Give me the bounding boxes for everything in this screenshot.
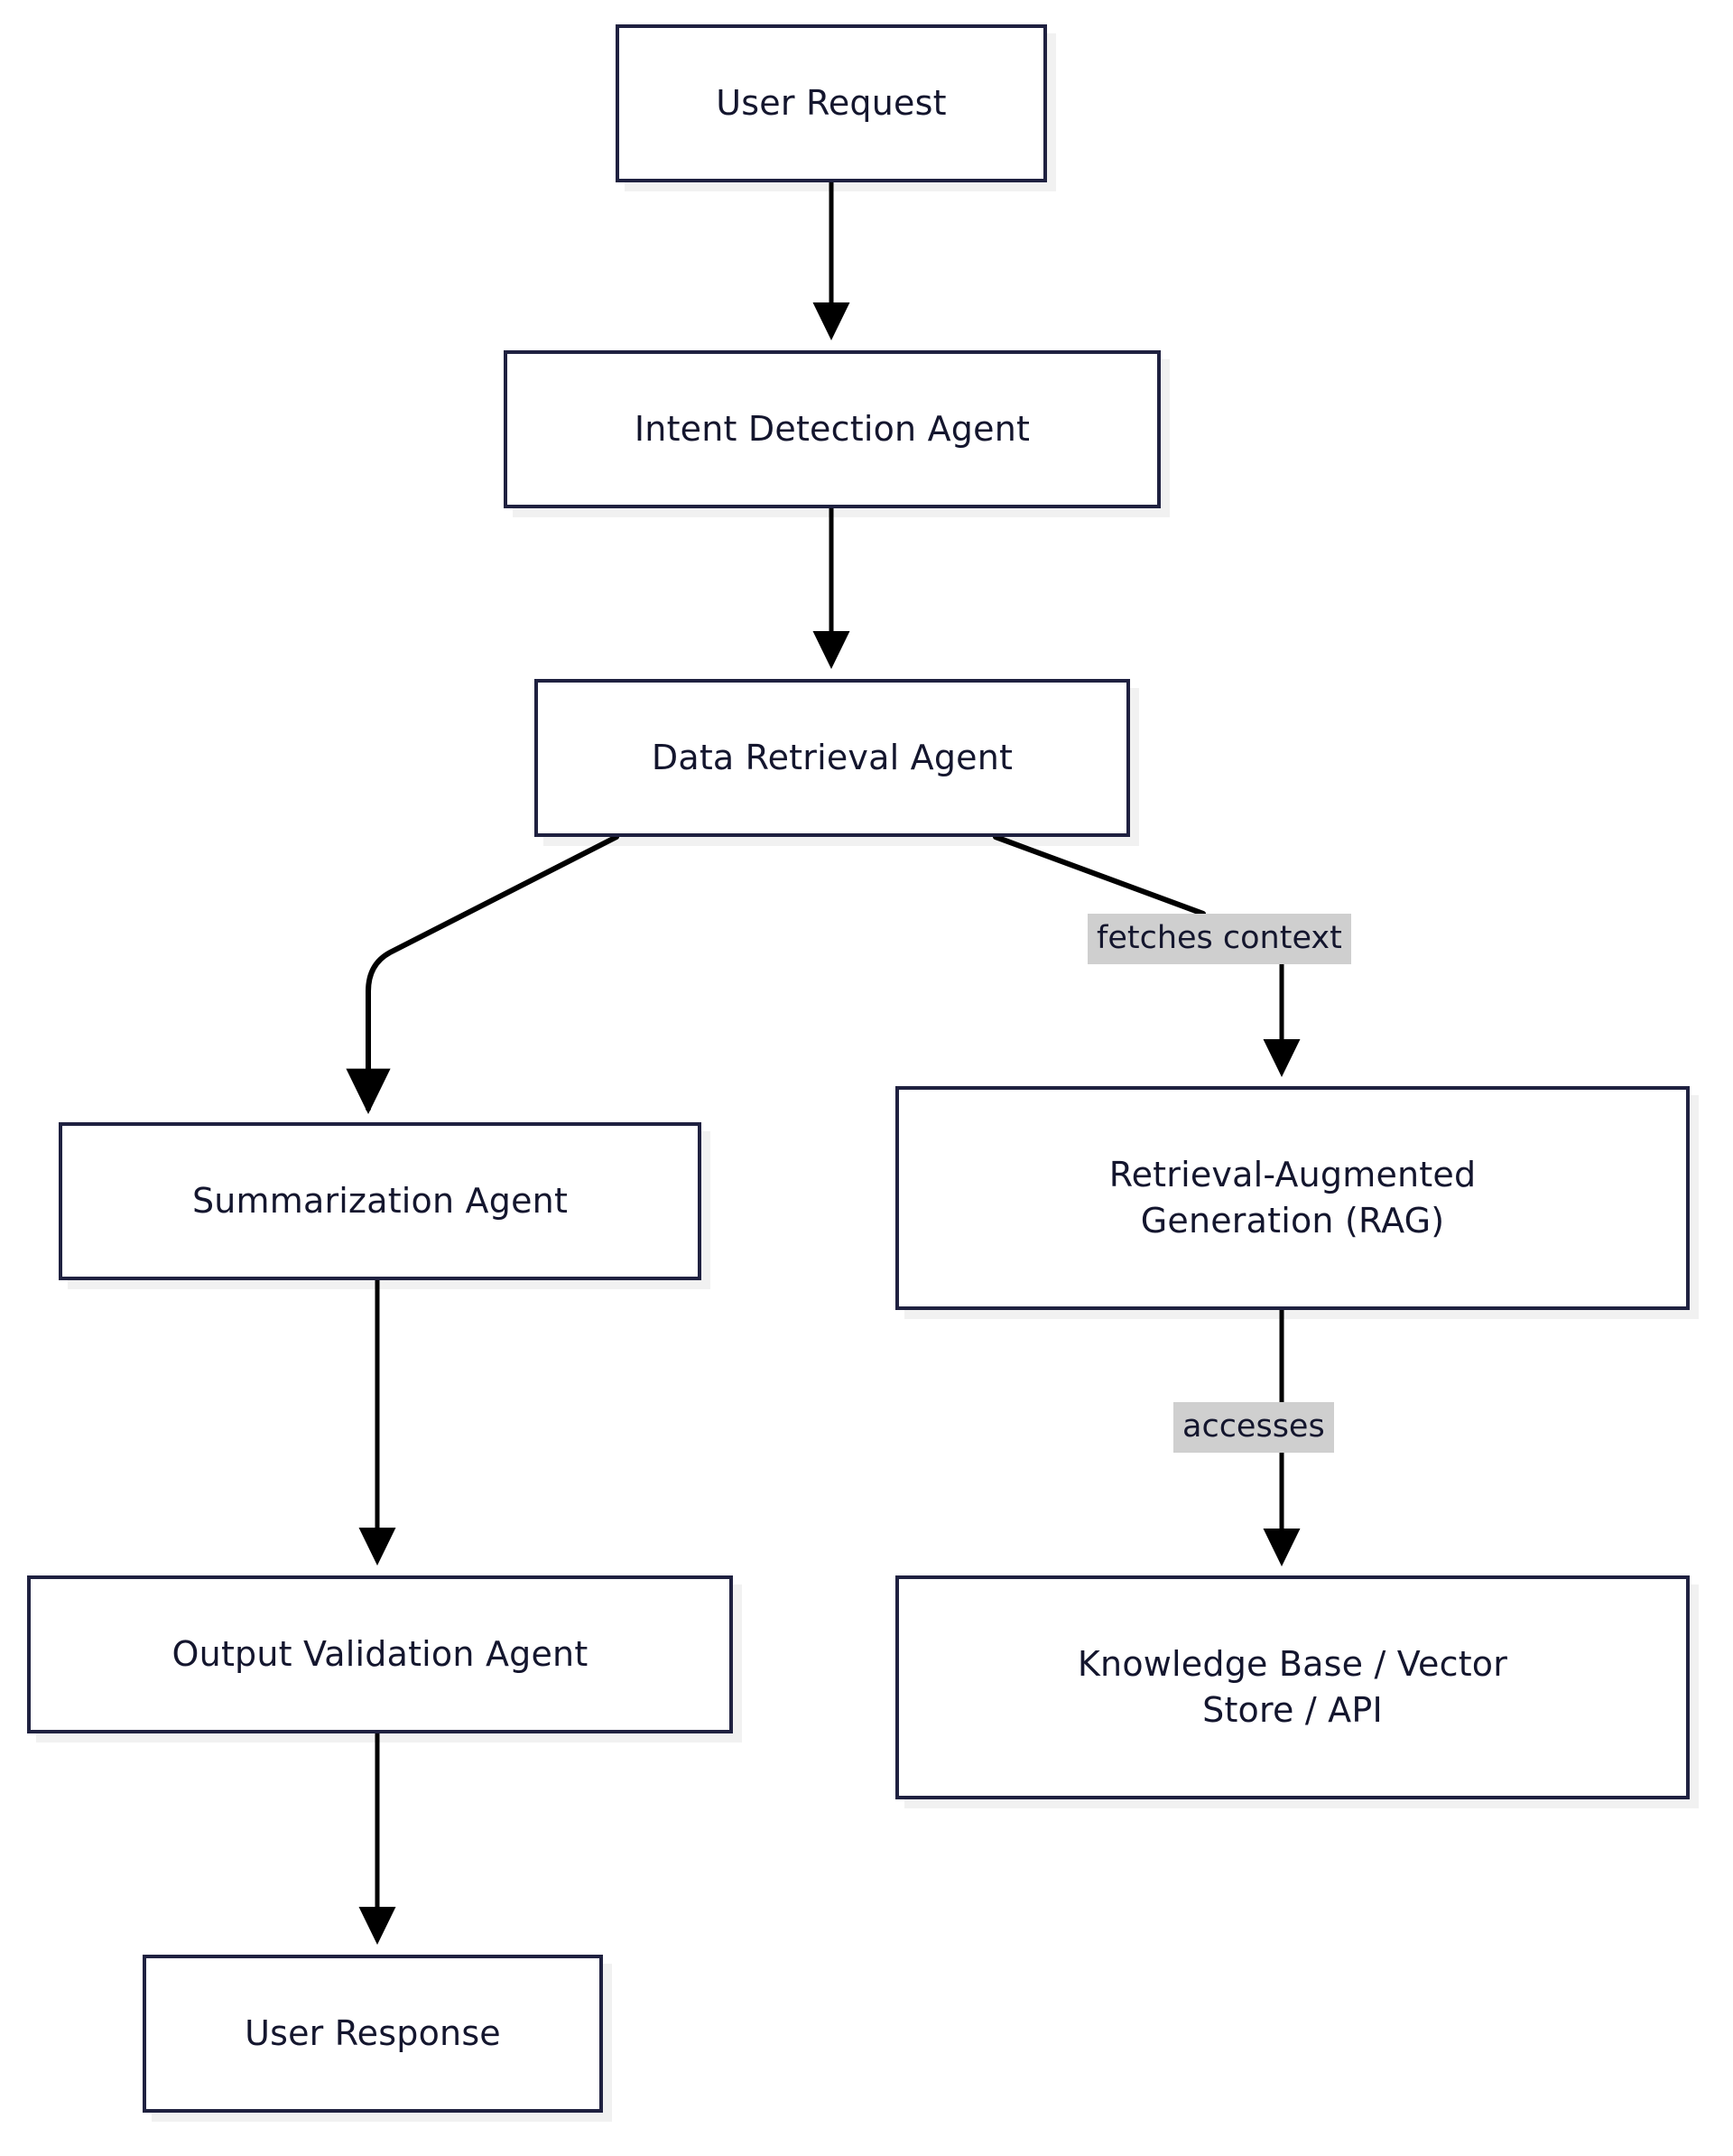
node-label: Knowledge Base / Vector Store / API bbox=[1077, 1643, 1508, 1730]
node-user-request[interactable]: User Request bbox=[616, 24, 1047, 182]
edge-data-retrieval-to-summarization bbox=[346, 834, 619, 1114]
node-retrieval-augmented-generation[interactable]: Retrieval-Augmented Generation (RAG) bbox=[895, 1086, 1690, 1310]
node-label: Data Retrieval Agent bbox=[651, 737, 1014, 777]
node-intent-detection-agent[interactable]: Intent Detection Agent bbox=[504, 350, 1161, 508]
node-data-retrieval-agent[interactable]: Data Retrieval Agent bbox=[534, 679, 1130, 837]
edge-label-fetches-context: fetches context bbox=[1088, 914, 1351, 964]
node-summarization-agent[interactable]: Summarization Agent bbox=[59, 1122, 701, 1280]
edge-label-accesses: accesses bbox=[1173, 1402, 1334, 1453]
node-user-response[interactable]: User Response bbox=[143, 1955, 603, 2113]
node-label: Intent Detection Agent bbox=[634, 408, 1031, 449]
node-label: Output Validation Agent bbox=[171, 1633, 588, 1674]
node-output-validation-agent[interactable]: Output Validation Agent bbox=[27, 1575, 733, 1733]
node-label: User Request bbox=[716, 82, 947, 123]
edge-data-retrieval-to-rag bbox=[993, 834, 1301, 1077]
node-knowledge-base[interactable]: Knowledge Base / Vector Store / API bbox=[895, 1575, 1690, 1799]
node-label: Retrieval-Augmented Generation (RAG) bbox=[1108, 1154, 1477, 1241]
node-label: User Response bbox=[245, 2012, 501, 2053]
node-label: Summarization Agent bbox=[191, 1180, 569, 1221]
